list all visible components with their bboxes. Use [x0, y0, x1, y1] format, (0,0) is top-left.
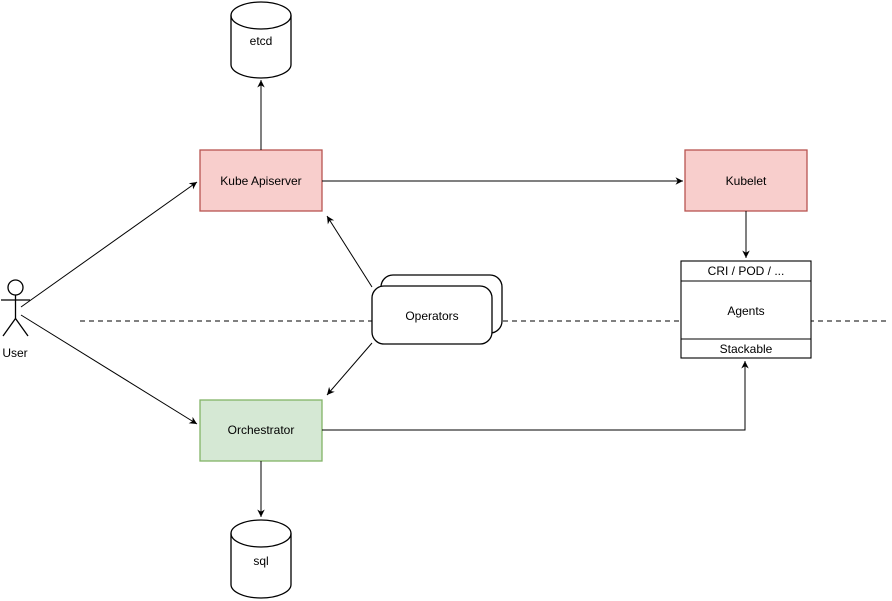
node-agents-stack: CRI / POD / ... Agents Stackable: [680, 260, 812, 359]
actor-user: [1, 279, 30, 337]
node-kube-apiserver-label: Kube Apiserver: [220, 174, 301, 188]
node-agents-stack-body-label: Agents: [727, 304, 764, 318]
cylinder-sql: sql: [230, 519, 292, 599]
node-agents-stack-footer-label: Stackable: [720, 342, 773, 356]
node-agents-stack-header-label: CRI / POD / ...: [708, 264, 785, 278]
cylinder-sql-label: sql: [253, 554, 268, 568]
edge-operators-to-apiserver: [326, 215, 373, 288]
node-operators-label: Operators: [405, 309, 458, 323]
node-operators: Operators: [371, 274, 503, 345]
edge-operators-to-orchestrator: [326, 342, 373, 396]
cylinder-etcd-rim: [230, 15, 292, 30]
node-kubelet-label: Kubelet: [726, 174, 767, 188]
node-kube-apiserver: Kube Apiserver: [199, 149, 323, 212]
cylinder-sql-body: [230, 519, 292, 599]
actor-user-label: User: [2, 346, 27, 360]
node-kubelet: Kubelet: [684, 149, 808, 212]
node-operators-front-card: [371, 285, 493, 345]
edge-user-to-orchestrator: [20, 314, 198, 425]
node-orchestrator: Orchestrator: [199, 399, 323, 462]
cylinder-etcd-label: etcd: [250, 34, 273, 48]
node-kubelet-box: [684, 149, 808, 212]
node-orchestrator-label: Orchestrator: [228, 423, 295, 437]
cylinder-etcd: etcd: [230, 1, 292, 79]
actor-user-head: [7, 279, 24, 296]
edge-user-to-apiserver: [20, 181, 198, 308]
node-orchestrator-box: [199, 399, 323, 462]
cylinder-sql-rim: [230, 533, 292, 548]
actor-user-legs: [2, 318, 29, 337]
edge-orchestrator-to-stackable: [322, 361, 749, 431]
node-agents-stack-box: [680, 260, 812, 359]
cylinder-etcd-body: [230, 1, 292, 79]
